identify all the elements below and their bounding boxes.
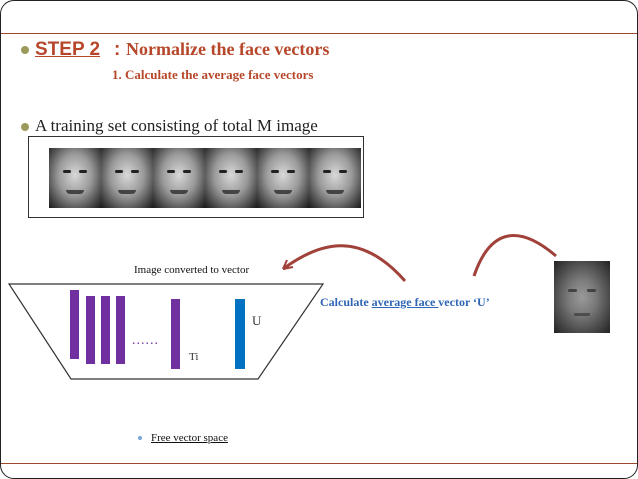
calc-average-label: Calculate average face vector ‘U’	[320, 295, 490, 310]
step-title: Normalize the face vectors	[126, 39, 330, 59]
vector-bar-ti	[171, 299, 180, 369]
faces-strip	[28, 136, 364, 218]
face-photo-icon	[309, 148, 361, 208]
step-label: STEP 2	[35, 39, 101, 60]
curved-arrow-icon	[472, 234, 557, 277]
bullet-icon	[21, 123, 29, 131]
face-photo-icon	[49, 148, 101, 208]
vector-bar	[101, 296, 110, 364]
u-label: U	[252, 313, 262, 328]
bullet-icon	[21, 46, 29, 54]
face-photo-icon	[257, 148, 309, 208]
face-photo-icon	[153, 148, 205, 208]
vector-bar	[70, 290, 79, 359]
calc-prefix: Calculate	[320, 295, 372, 309]
curved-arrow-icon	[282, 244, 407, 282]
small-bullet-icon	[138, 436, 142, 440]
vector-space-trapezoid	[7, 283, 325, 380]
calc-suffix: vector ‘U’	[438, 295, 490, 309]
free-vector-space-label: Free vector space	[151, 432, 228, 444]
calc-underlined: average face	[371, 295, 439, 309]
image-converted-label: Image converted to vector	[134, 264, 250, 276]
ti-label: Ti	[189, 351, 199, 363]
vector-bar	[86, 296, 95, 364]
vector-bar	[116, 296, 125, 364]
vector-bar-u	[235, 299, 245, 369]
face-photo-icon	[205, 148, 257, 208]
face-photo-icon	[101, 148, 153, 208]
top-rule	[1, 33, 637, 34]
ellipsis-dots: ......	[132, 333, 159, 348]
training-text: A training set consisting of total M ima…	[35, 116, 318, 135]
sub-step: 1. Calculate the average face vectors	[112, 67, 314, 82]
average-face-photo-icon	[554, 261, 610, 333]
bottom-rule	[1, 463, 637, 464]
step-colon: :	[114, 39, 121, 60]
